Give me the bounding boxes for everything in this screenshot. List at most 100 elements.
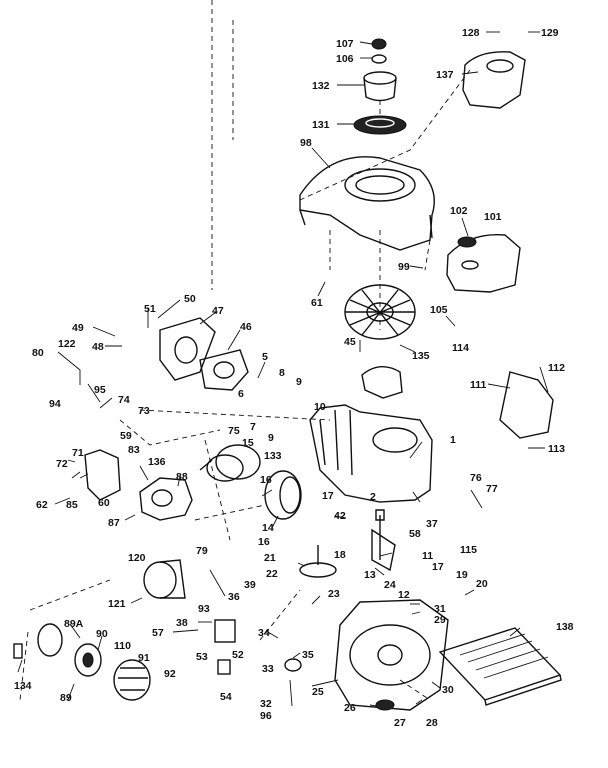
part-label: 74 [118, 394, 130, 406]
part-111-bracket [499, 371, 554, 439]
part-label: 61 [311, 297, 323, 309]
part-label: 101 [484, 211, 502, 223]
part-label: 102 [450, 205, 468, 217]
part-label: 75 [228, 425, 240, 437]
part-label: 79 [196, 545, 208, 557]
part-label: 92 [164, 668, 176, 680]
part-47-carb-gasket [159, 317, 216, 381]
part-24-base [334, 599, 449, 711]
part-label: 50 [184, 293, 196, 305]
part-33-gear [284, 658, 302, 672]
part-label: 17 [432, 561, 444, 573]
part-label: 31 [434, 603, 446, 615]
part-label: 38 [176, 617, 188, 629]
part-132-cup [363, 71, 397, 102]
part-label: 39 [244, 579, 256, 591]
part-label: 136 [148, 456, 166, 468]
part-label: 132 [312, 80, 330, 92]
part-label: 89A [64, 618, 84, 630]
part-label: 6 [238, 388, 244, 400]
part-label: 95 [94, 384, 106, 396]
part-label: 131 [312, 119, 330, 131]
part-53-bracket [214, 619, 236, 643]
part-label: 58 [409, 528, 421, 540]
part-120-starter [143, 559, 186, 599]
part-107-nut [371, 38, 387, 50]
part-label: 91 [138, 652, 150, 664]
part-1-engine-block [309, 366, 433, 503]
part-label: 51 [144, 303, 156, 315]
part-106-washer [371, 54, 387, 64]
part-label: 96 [260, 710, 272, 722]
part-15-cam [199, 444, 261, 482]
part-label: 36 [228, 591, 240, 603]
part-136-carburetor [139, 477, 193, 521]
part-label: 16 [258, 536, 270, 548]
part-label: 54 [220, 691, 232, 703]
part-label: 89 [60, 692, 72, 704]
part-label: 21 [264, 552, 276, 564]
part-label: 48 [92, 341, 104, 353]
part-label: 11 [422, 550, 433, 562]
part-label: 87 [108, 517, 120, 529]
part-label: 57 [152, 627, 164, 639]
part-26-seal [375, 699, 395, 711]
part-label: 22 [266, 568, 278, 580]
part-label: 2 [370, 491, 376, 503]
part-label: 128 [462, 27, 480, 39]
part-60-bracket [84, 449, 121, 501]
part-135-flywheel [344, 284, 416, 340]
part-label: 1 [450, 434, 456, 446]
part-label: 53 [196, 651, 208, 663]
part-label: 90 [96, 628, 108, 640]
part-label: 33 [262, 663, 274, 675]
assembly-guide-lines [19, 0, 471, 701]
part-label: 9 [268, 432, 274, 444]
part-101-muffler [446, 233, 521, 293]
part-label: 24 [384, 579, 396, 591]
part-label: 99 [398, 261, 410, 273]
part-label: 73 [138, 405, 150, 417]
part-label: 25 [312, 686, 324, 698]
part-label: 9 [296, 376, 302, 388]
part-label: 88 [176, 471, 188, 483]
part-label: 83 [128, 444, 140, 456]
part-label: 120 [128, 552, 146, 564]
part-label: 19 [456, 569, 468, 581]
part-label: 85 [66, 499, 78, 511]
part-label: 134 [14, 680, 32, 692]
part-label: 12 [398, 589, 410, 601]
part-label: 37 [426, 518, 438, 530]
part-134-element [13, 643, 23, 659]
part-label: 94 [49, 398, 61, 410]
part-label: 13 [364, 569, 376, 581]
part-label: 45 [344, 336, 356, 348]
part-label: 72 [56, 458, 68, 470]
part-label: 107 [336, 38, 354, 50]
part-label: 34 [258, 627, 270, 639]
part-label: 76 [470, 472, 482, 484]
part-label: 20 [476, 578, 488, 590]
part-label: 47 [212, 305, 224, 317]
part-11-crankshaft [371, 509, 396, 572]
part-131-screen [353, 115, 407, 135]
part-label: 121 [108, 598, 126, 610]
part-22-gear [299, 545, 337, 578]
part-label: 59 [120, 430, 132, 442]
part-label: 114 [452, 342, 469, 354]
part-46-gasket [199, 349, 249, 391]
part-label: 137 [436, 69, 454, 81]
part-label: 111 [470, 379, 487, 391]
part-label: 16 [260, 474, 272, 486]
part-label: 77 [486, 483, 498, 495]
part-label: 110 [114, 640, 131, 652]
part-label: 49 [72, 322, 84, 334]
part-137-cover [462, 51, 526, 109]
part-label: 98 [300, 137, 312, 149]
part-label: 71 [72, 447, 84, 459]
part-label: 32 [260, 698, 272, 710]
part-label: 17 [322, 490, 334, 502]
part-label: 80 [32, 347, 44, 359]
part-label: 42 [334, 510, 346, 522]
part-98-blower-housing [299, 156, 435, 251]
